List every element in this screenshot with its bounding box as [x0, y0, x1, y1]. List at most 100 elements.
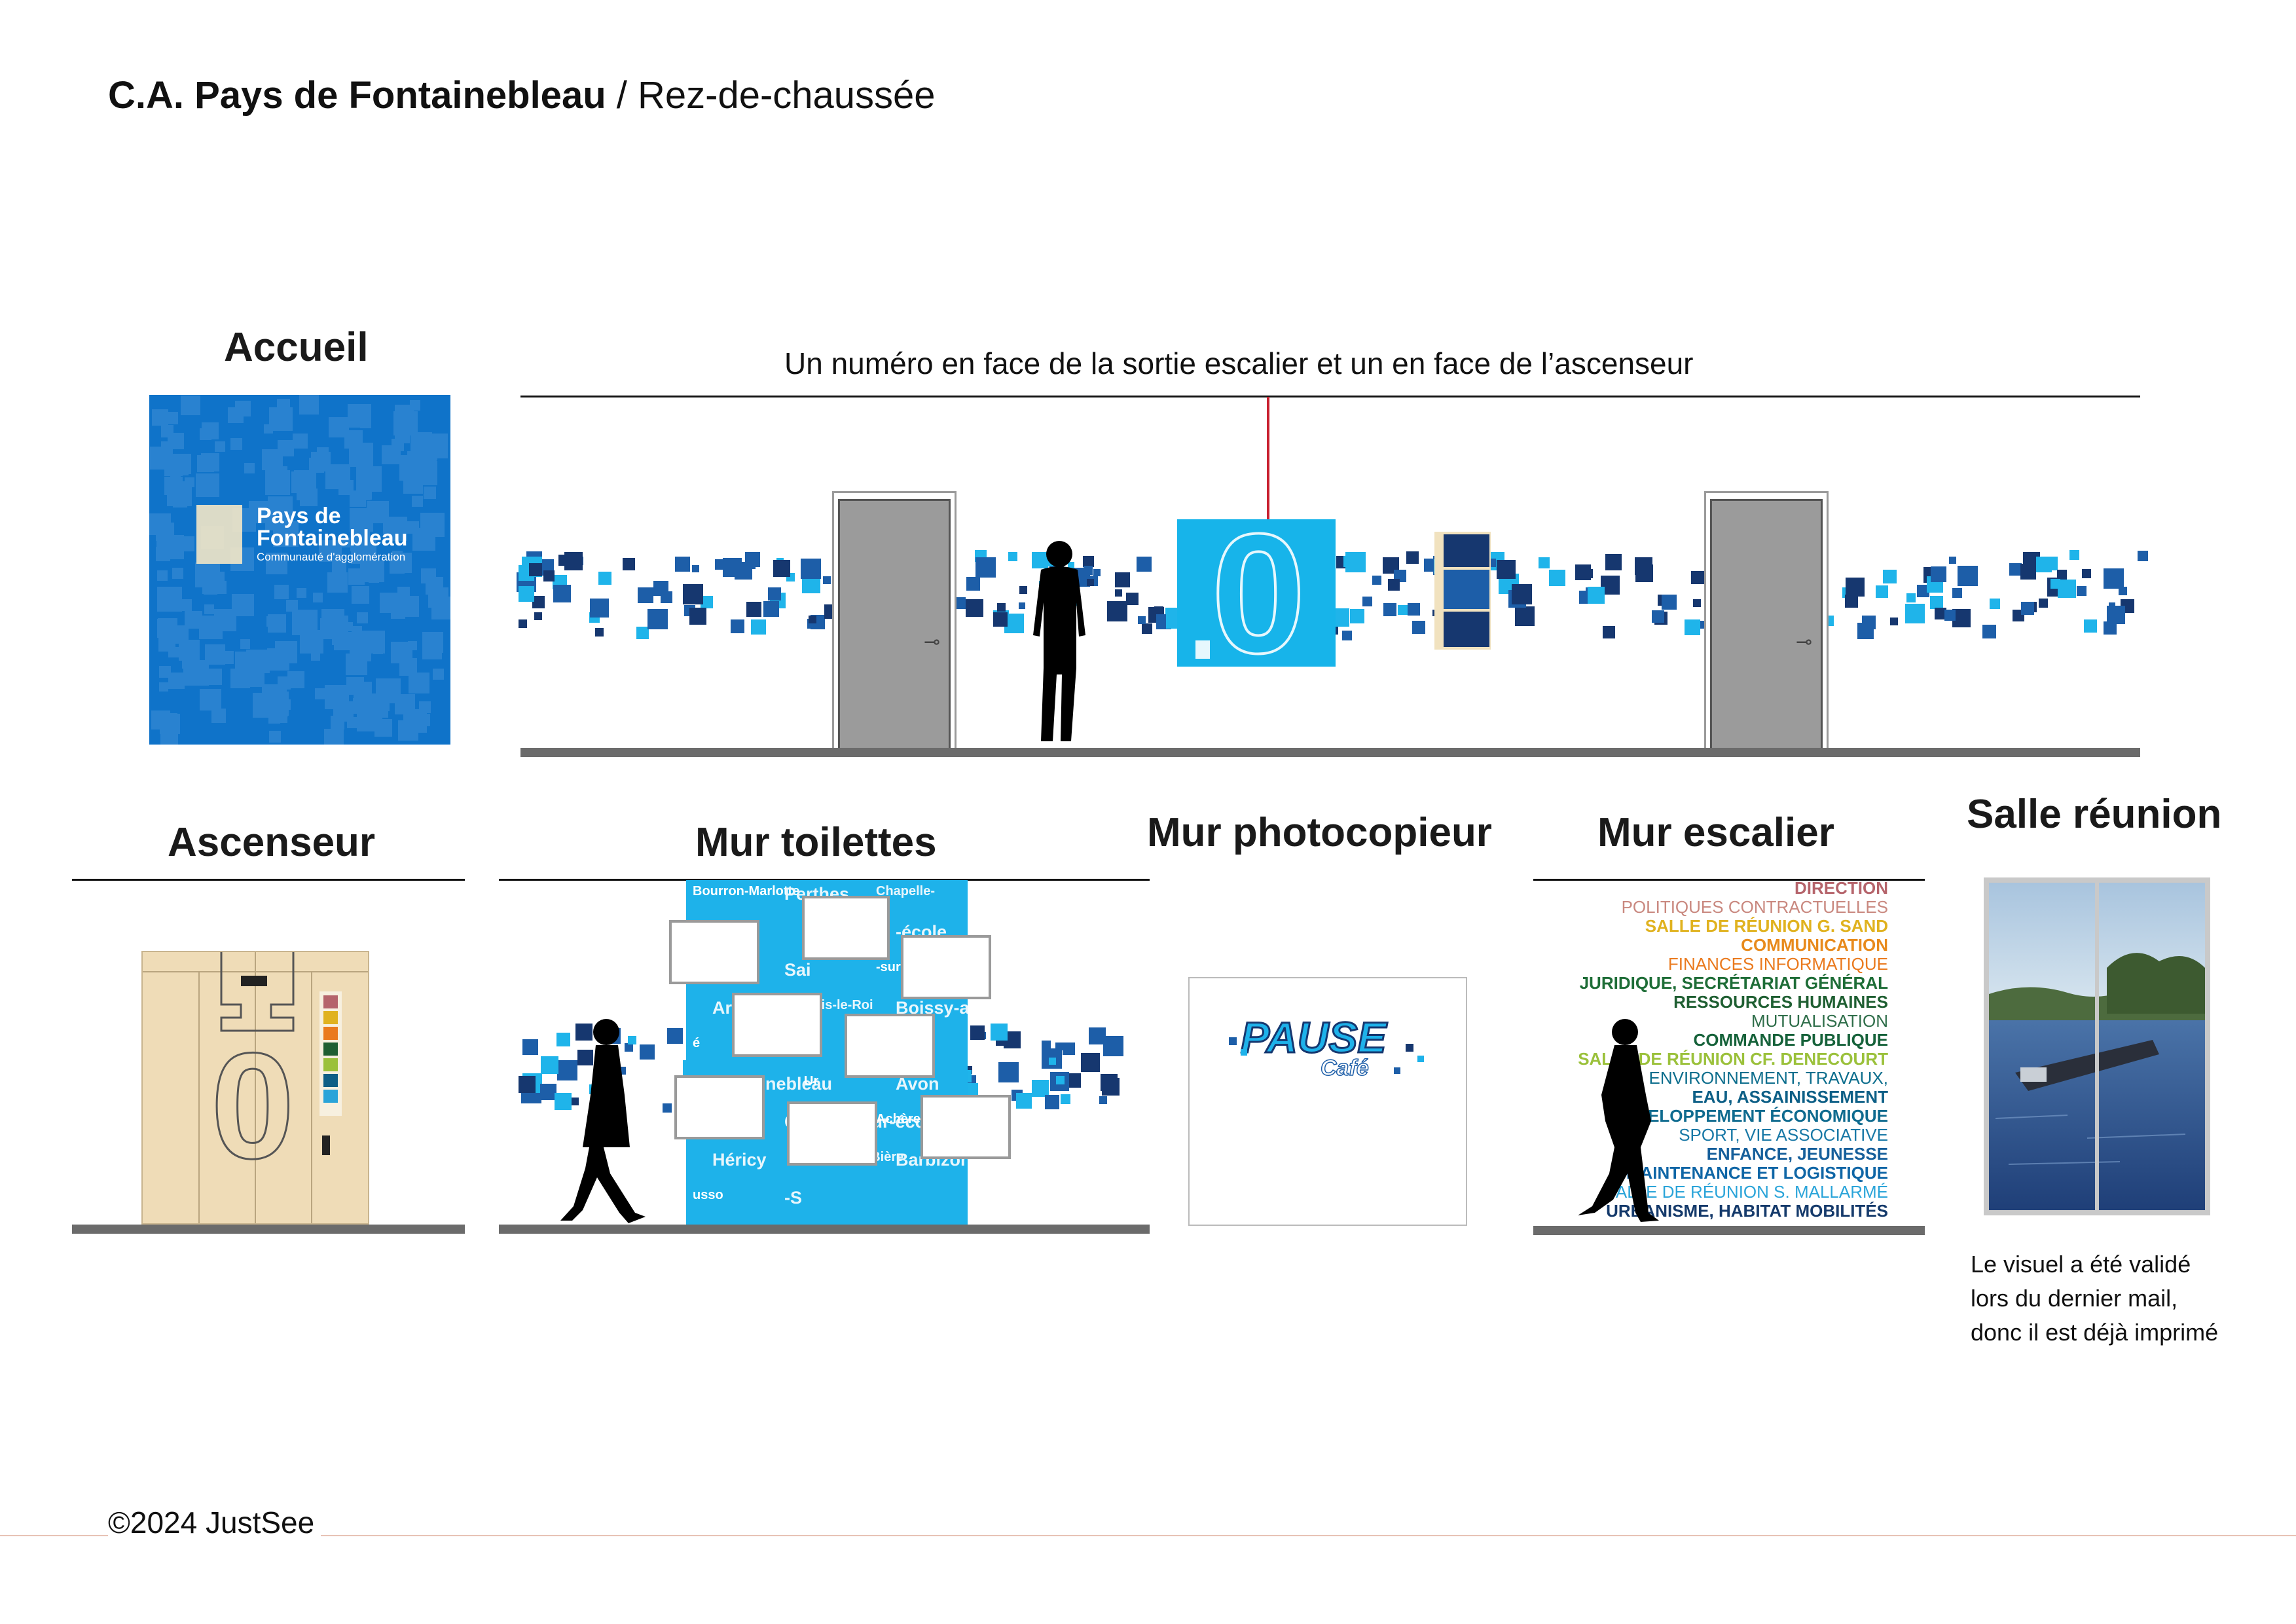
- poster-square: [152, 409, 168, 426]
- decor-square: [661, 591, 672, 603]
- reunion-note: Le visuel a été validé lors du dernier m…: [1971, 1247, 2218, 1350]
- decor-square: [689, 608, 706, 625]
- decor-square: [2036, 557, 2052, 572]
- poster-square: [160, 535, 184, 559]
- decor-square: [598, 572, 611, 585]
- poster-square: [393, 411, 418, 435]
- decor-square: [534, 612, 542, 620]
- decor-square: [1089, 1027, 1106, 1044]
- decor-square: [1350, 609, 1364, 623]
- decor-square: [623, 558, 635, 570]
- poster-square: [266, 553, 287, 574]
- decor-square: [1990, 599, 2000, 609]
- decor-square: [731, 619, 744, 633]
- decor-square: [2104, 621, 2117, 635]
- woman-silhouette-icon: [1578, 1019, 1659, 1222]
- decor-square: [1857, 623, 1874, 639]
- poster-square: [200, 689, 221, 710]
- decor-square: [683, 587, 696, 600]
- decor-square: [1905, 604, 1925, 623]
- decor-square: [1372, 576, 1381, 585]
- decor-square: [2138, 551, 2148, 561]
- poster-square: [230, 669, 250, 688]
- door-handle-icon: ⊸: [1796, 631, 1813, 653]
- photocopieur-panel: PAUSE Café: [1188, 977, 1467, 1226]
- decor-square: [1497, 560, 1516, 579]
- decor-square: [1042, 1041, 1051, 1050]
- pointer-line: [1267, 397, 1269, 523]
- elevator-door[interactable]: 0: [141, 951, 369, 1225]
- poster-square: [235, 401, 251, 416]
- poster-square: [320, 618, 341, 639]
- decor-square: [966, 577, 980, 591]
- decor-square: [540, 1084, 556, 1100]
- corridor-rule: [520, 396, 2140, 397]
- decor-square: [1588, 587, 1605, 604]
- poster-square: [204, 604, 214, 614]
- photo-frame: [787, 1101, 877, 1166]
- decor-square: [1935, 608, 1946, 619]
- decor-square: [2107, 606, 2125, 624]
- poster-square: [183, 660, 209, 686]
- poster-square: [424, 487, 436, 499]
- poster-square: [160, 730, 178, 745]
- poster-square: [274, 585, 289, 599]
- poster-square: [202, 422, 219, 439]
- department-item: ENVIRONNEMENT, TRAVAUX,: [1649, 1068, 1889, 1088]
- poster-square: [313, 593, 323, 602]
- department-item: SALLE DE RÉUNION G. SAND: [1645, 916, 1888, 936]
- poster-square: [252, 669, 264, 680]
- decor-square: [1061, 1094, 1070, 1104]
- decor-square: [590, 599, 609, 618]
- poster-square: [300, 630, 323, 654]
- photo-frame: [845, 1014, 935, 1078]
- poster-square: [267, 648, 289, 671]
- reunion-note-line: Le visuel a été validé: [1971, 1251, 2191, 1278]
- poster-square: [428, 587, 448, 608]
- door-left[interactable]: ⊸: [838, 499, 951, 750]
- door-right[interactable]: ⊸: [1710, 499, 1823, 750]
- decor-square: [1662, 595, 1677, 610]
- logo-line2: Fontainebleau: [257, 526, 408, 551]
- decor-square: [2069, 550, 2079, 560]
- decor-square: [997, 603, 1006, 612]
- ascenseur-rule: [72, 879, 465, 881]
- poster-square: [361, 491, 371, 500]
- poster-square: [268, 614, 286, 633]
- decor-square: [1008, 552, 1017, 561]
- poster-square: [264, 692, 289, 716]
- toilettes-rule: [499, 879, 1150, 881]
- decor-square: [529, 563, 542, 576]
- poster-square: [172, 568, 183, 579]
- poster-square: [348, 568, 365, 585]
- poster-square: [321, 540, 342, 561]
- town-name: Héricy: [712, 1150, 767, 1170]
- decor-square: [1944, 610, 1956, 621]
- poster-square: [342, 538, 352, 547]
- decor-square: [556, 1033, 570, 1046]
- decor-square: [1342, 631, 1352, 640]
- decor-square: [2119, 587, 2127, 595]
- department-item: ENFANCE, JEUNESSE: [1706, 1144, 1888, 1164]
- decor-square: [1102, 1078, 1120, 1096]
- photo-frame: [920, 1095, 1011, 1159]
- poster-square: [311, 652, 320, 661]
- decor-square: [1408, 603, 1420, 616]
- department-item: FINANCES INFORMATIQUE: [1667, 954, 1888, 974]
- decor-square: [1063, 1043, 1075, 1055]
- decor-square: [1845, 595, 1858, 608]
- decor-square: [966, 599, 983, 617]
- poster-square: [331, 716, 344, 729]
- pause-logo: PAUSE: [1240, 1012, 1387, 1063]
- poster-square: [317, 447, 329, 459]
- decor-square: [557, 1060, 577, 1080]
- decor-square: [746, 602, 761, 617]
- escalier-title: Mur escalier: [1597, 810, 1834, 855]
- decor-square: [751, 619, 766, 635]
- decor-square: [636, 627, 649, 639]
- decor-square: [1512, 584, 1532, 604]
- poster-square: [268, 496, 293, 521]
- decor-square: [991, 1024, 1008, 1041]
- decor-square: [809, 616, 816, 623]
- town-name: Bourron-Marlotte: [693, 884, 800, 898]
